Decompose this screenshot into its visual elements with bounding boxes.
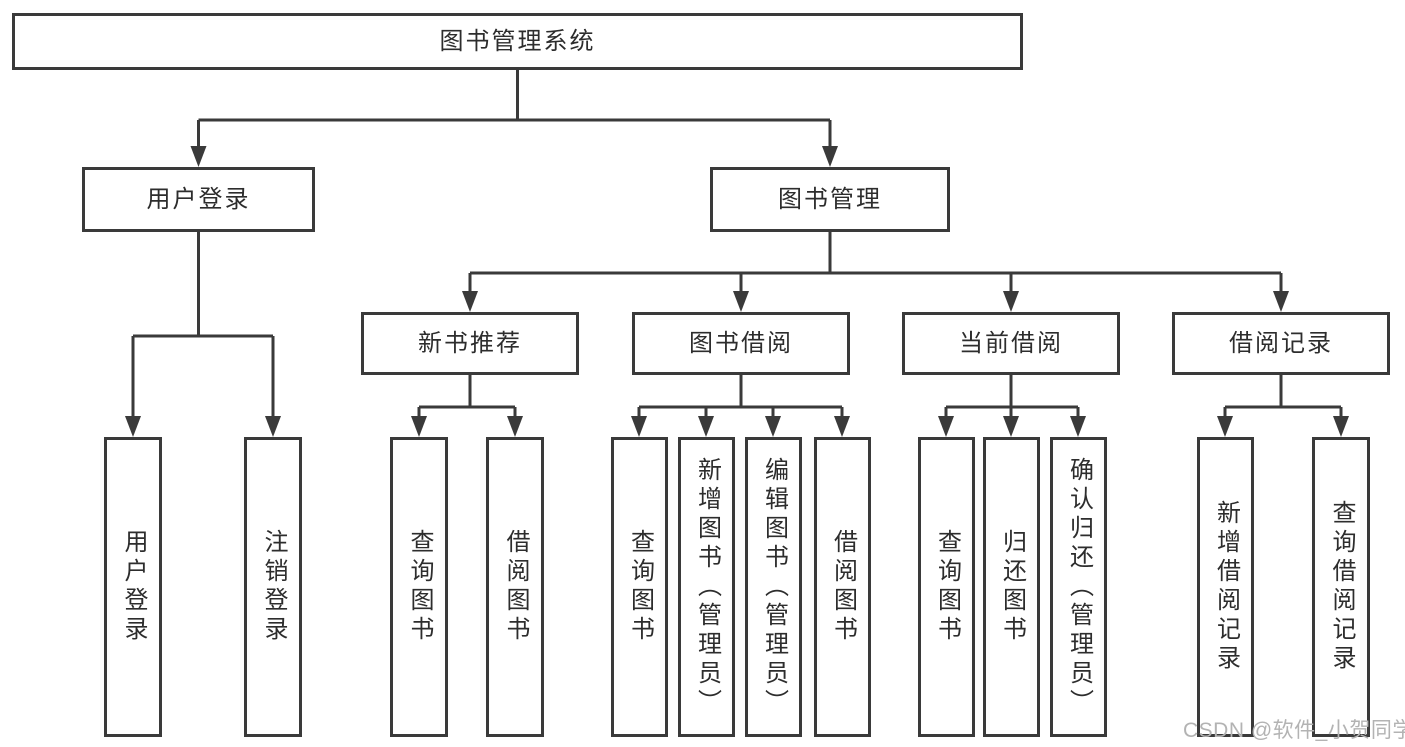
leaf-newbook-borrow: 借阅图书	[486, 437, 544, 737]
arrowhead-icon	[1003, 291, 1019, 312]
connector-book-management-to-level3	[468, 232, 1283, 293]
leaf-newbook-query-label: 查询图书	[406, 529, 433, 645]
leaf-borrow-borrow-book: 借阅图书	[814, 437, 871, 737]
node-current-borrow: 当前借阅	[902, 312, 1120, 375]
arrowhead-icon	[265, 416, 281, 437]
arrowhead-icon	[822, 146, 838, 167]
arrowhead-icon	[1003, 416, 1019, 437]
arrowhead-icon	[190, 146, 207, 167]
leaf-current-return-book: 归还图书	[983, 437, 1040, 737]
connector-current-borrow-children	[944, 375, 1080, 418]
leaf-record-query-label: 查询借阅记录	[1328, 500, 1355, 674]
node-user-login: 用户登录	[82, 167, 315, 232]
connector-user-login-children	[131, 232, 275, 418]
leaf-logout-login: 注销登录	[244, 437, 302, 737]
leaf-record-add: 新增借阅记录	[1197, 437, 1254, 737]
arrowhead-icon	[462, 291, 478, 312]
arrowhead-icon	[938, 416, 954, 437]
arrowheads-group	[125, 146, 1349, 437]
connector-borrow-record-children	[1223, 375, 1343, 418]
node-book-borrow: 图书借阅	[632, 312, 850, 375]
leaf-borrow-query-book: 查询图书	[611, 437, 668, 737]
arrowhead-icon	[1273, 291, 1289, 312]
arrowhead-icon	[411, 416, 427, 437]
node-book-management: 图书管理	[710, 167, 950, 232]
node-new-book-recommend: 新书推荐	[361, 312, 579, 375]
arrowhead-icon	[765, 416, 781, 437]
arrowhead-icon	[733, 291, 749, 312]
node-borrow-record-label: 借阅记录	[1229, 329, 1333, 357]
arrowhead-icon	[834, 416, 850, 437]
node-book-management-label: 图书管理	[778, 185, 882, 213]
connector-root-to-level2	[197, 70, 832, 148]
leaf-borrow-edit-book-admin-label: 编辑图书（管理员）	[760, 456, 788, 718]
leaf-borrow-query-book-label: 查询图书	[626, 529, 654, 645]
arrowhead-icon	[1070, 416, 1086, 437]
arrowhead-icon	[125, 416, 141, 437]
leaf-borrow-add-book-admin-label: 新增图书（管理员）	[693, 456, 721, 718]
arrowhead-icon	[507, 416, 523, 437]
leaf-record-add-label: 新增借阅记录	[1212, 500, 1240, 674]
node-current-borrow-label: 当前借阅	[959, 329, 1063, 357]
node-user-login-label: 用户登录	[146, 185, 251, 213]
node-library-system-label: 图书管理系统	[439, 27, 596, 55]
leaf-current-query-book: 查询图书	[918, 437, 975, 737]
node-book-borrow-label: 图书借阅	[689, 329, 793, 357]
leaf-current-confirm-return-admin-label: 确认归还（管理员）	[1065, 456, 1093, 718]
leaf-logout-login-label: 注销登录	[260, 529, 287, 645]
arrowhead-icon	[698, 416, 714, 437]
leaf-borrow-edit-book-admin: 编辑图书（管理员）	[745, 437, 802, 737]
connector-new-book-children	[417, 375, 517, 418]
arrowhead-icon	[1333, 416, 1349, 437]
leaf-record-query: 查询借阅记录	[1312, 437, 1370, 737]
watermark: CSDN @软件_小贺同学	[1183, 719, 1405, 742]
leaf-current-confirm-return-admin: 确认归还（管理员）	[1050, 437, 1107, 737]
leaf-user-login: 用户登录	[104, 437, 162, 737]
leaf-current-return-book-label: 归还图书	[998, 529, 1026, 645]
leaf-newbook-query: 查询图书	[390, 437, 448, 737]
leaf-borrow-add-book-admin: 新增图书（管理员）	[678, 437, 735, 737]
node-new-book-recommend-label: 新书推荐	[418, 329, 522, 357]
connector-book-borrow-children	[637, 375, 844, 418]
leaf-current-query-book-label: 查询图书	[933, 529, 961, 645]
node-borrow-record: 借阅记录	[1172, 312, 1390, 375]
arrowhead-icon	[1217, 416, 1233, 437]
arrowhead-icon	[631, 416, 647, 437]
leaf-newbook-borrow-label: 借阅图书	[502, 529, 529, 645]
leaf-user-login-label: 用户登录	[120, 529, 147, 645]
leaf-borrow-borrow-book-label: 借阅图书	[829, 529, 857, 645]
node-library-system: 图书管理系统	[12, 13, 1023, 70]
